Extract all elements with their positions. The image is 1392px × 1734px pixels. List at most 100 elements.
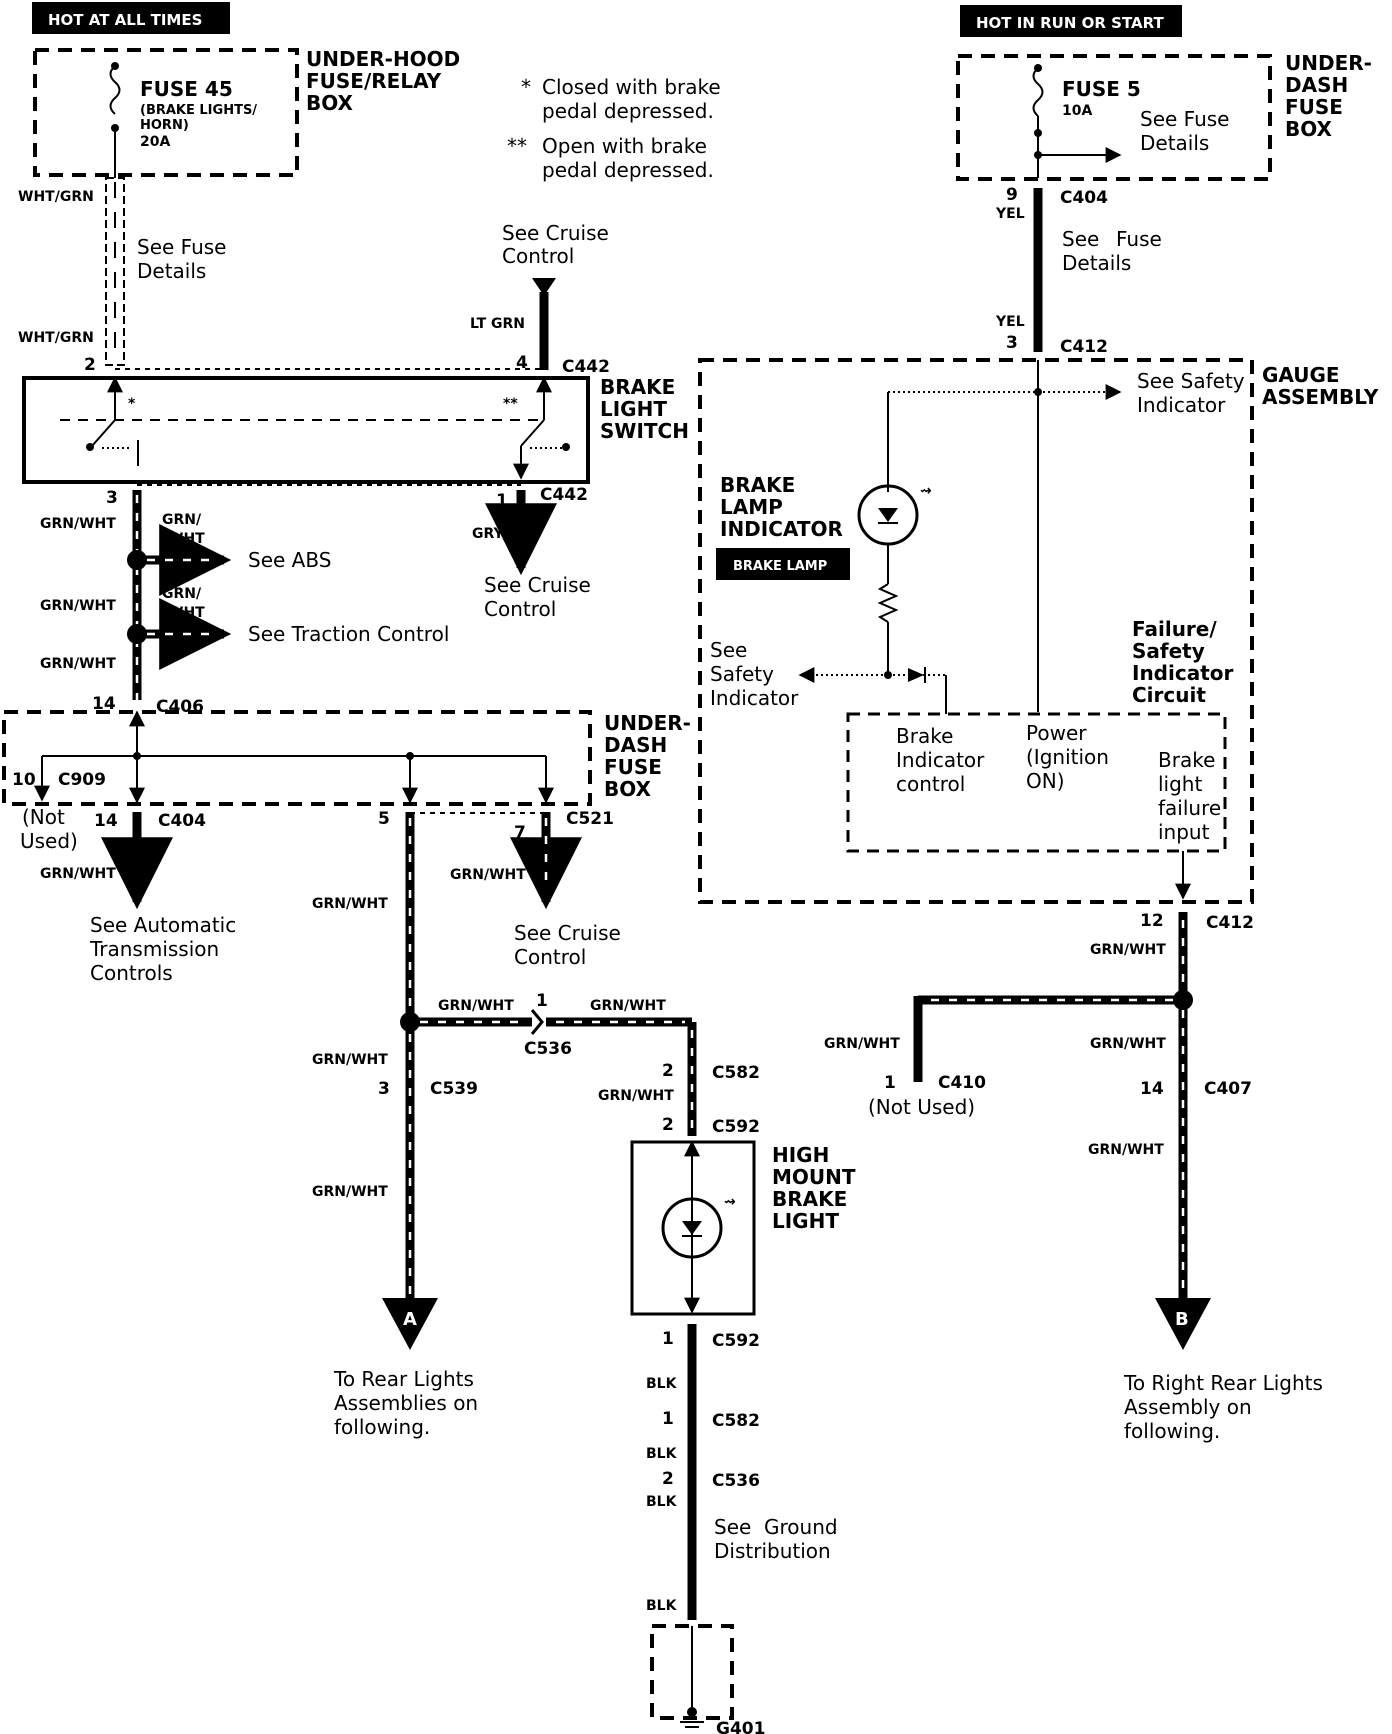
svg-text:WHT: WHT bbox=[168, 605, 205, 621]
svg-text:GRN/WHT: GRN/WHT bbox=[312, 1184, 388, 1200]
svg-text:C412: C412 bbox=[1060, 337, 1108, 357]
banner-hot-in-run: HOT IN RUN OR START bbox=[960, 5, 1182, 37]
svg-text:Closed with brake: Closed with brake bbox=[542, 75, 721, 99]
svg-text:BOX: BOX bbox=[604, 777, 652, 801]
svg-text:GRY: GRY bbox=[472, 526, 505, 542]
svg-text:**: ** bbox=[503, 396, 518, 412]
svg-text:See: See bbox=[1062, 227, 1099, 251]
svg-text:GRN/WHT: GRN/WHT bbox=[40, 516, 116, 532]
svg-text:Indicator: Indicator bbox=[1132, 661, 1234, 685]
svg-text:BRAKE: BRAKE bbox=[720, 473, 795, 497]
svg-text:GRN/WHT: GRN/WHT bbox=[1090, 942, 1166, 958]
svg-text:To Right Rear Lights: To Right Rear Lights bbox=[1123, 1371, 1323, 1395]
svg-text:10A: 10A bbox=[1062, 103, 1092, 119]
svg-text:BLK: BLK bbox=[646, 1598, 678, 1614]
cruise-control-input-top: See Cruise Control LT GRN bbox=[470, 221, 609, 370]
svg-text:14: 14 bbox=[94, 811, 118, 831]
svg-text:2: 2 bbox=[84, 355, 96, 375]
svg-text:pedal depressed.: pedal depressed. bbox=[542, 99, 714, 123]
svg-text:LT GRN: LT GRN bbox=[470, 316, 525, 332]
svg-text:See Automatic: See Automatic bbox=[90, 913, 236, 937]
svg-text:1: 1 bbox=[662, 1409, 674, 1429]
svg-text:LIGHT: LIGHT bbox=[772, 1209, 839, 1233]
svg-text:FUSE 45: FUSE 45 bbox=[140, 77, 233, 101]
svg-text:HOT AT ALL TIMES: HOT AT ALL TIMES bbox=[48, 11, 202, 29]
connector-b-arrow bbox=[1155, 1298, 1211, 1350]
svg-text:MOUNT: MOUNT bbox=[772, 1165, 856, 1189]
svg-text:ON): ON) bbox=[1026, 769, 1065, 793]
svg-text:C909: C909 bbox=[58, 770, 106, 790]
svg-text:BLK: BLK bbox=[646, 1494, 678, 1510]
svg-text:20A: 20A bbox=[140, 134, 170, 150]
svg-text:Details: Details bbox=[1140, 131, 1209, 155]
svg-text:HIGH: HIGH bbox=[772, 1143, 829, 1167]
svg-text:Circuit: Circuit bbox=[1132, 683, 1206, 707]
brake-light-switch: 2 4 C442 BRAKE LIGHT SWITCH * ** 3 1 C44… bbox=[22, 353, 689, 511]
svg-text:GRN/WHT: GRN/WHT bbox=[312, 1052, 388, 1068]
resistor-icon bbox=[877, 583, 899, 623]
svg-text:Open with brake: Open with brake bbox=[542, 134, 707, 158]
svg-text:Control: Control bbox=[484, 597, 556, 621]
svg-text:1: 1 bbox=[662, 1329, 674, 1349]
branch-cruise-control-bottom: GRN/WHT See Cruise Control bbox=[450, 812, 621, 969]
svg-text:Failure/: Failure/ bbox=[1132, 617, 1217, 641]
svg-text:WHT/GRN: WHT/GRN bbox=[18, 330, 94, 346]
svg-text:To Rear Lights: To Rear Lights bbox=[333, 1367, 474, 1391]
svg-text:light: light bbox=[1158, 772, 1202, 796]
wire-wht-grn: WHT/GRN See Fuse Details WHT/GRN bbox=[18, 128, 226, 366]
svg-text:C442: C442 bbox=[562, 357, 610, 377]
svg-text:BRAKE: BRAKE bbox=[600, 375, 675, 399]
svg-text:12: 12 bbox=[1140, 911, 1164, 931]
svg-text:BLK: BLK bbox=[646, 1446, 678, 1462]
svg-text:See Cruise: See Cruise bbox=[514, 921, 621, 945]
svg-text:C582: C582 bbox=[712, 1063, 760, 1083]
svg-text:C412: C412 bbox=[1206, 913, 1254, 933]
svg-text:Controls: Controls bbox=[90, 961, 173, 985]
cruise-control-output: GRY See Cruise Control bbox=[472, 490, 591, 621]
svg-text:1: 1 bbox=[536, 991, 548, 1011]
svg-text:GRN/WHT: GRN/WHT bbox=[1088, 1142, 1164, 1158]
svg-text:FUSE: FUSE bbox=[604, 755, 662, 779]
svg-text:DASH: DASH bbox=[1285, 73, 1348, 97]
svg-text:SWITCH: SWITCH bbox=[600, 419, 689, 443]
svg-text:(Not: (Not bbox=[22, 805, 65, 829]
high-mount-brake-light: 2 C582 GRN/WHT 2 C592 ⇝ HIGH MOUNT BRAKE… bbox=[598, 1022, 856, 1734]
svg-text:GRN/WHT: GRN/WHT bbox=[40, 656, 116, 672]
fuse-45-symbol bbox=[109, 65, 121, 115]
svg-text:Control: Control bbox=[514, 945, 586, 969]
svg-text:Power: Power bbox=[1026, 721, 1087, 745]
svg-text:BOX: BOX bbox=[306, 91, 354, 115]
svg-text:Distribution: Distribution bbox=[714, 1539, 831, 1563]
svg-text:3: 3 bbox=[106, 488, 118, 508]
svg-text:2: 2 bbox=[662, 1061, 674, 1081]
svg-text:ASSEMBLY: ASSEMBLY bbox=[1262, 385, 1379, 409]
svg-text:WHT: WHT bbox=[168, 531, 205, 547]
svg-text:following.: following. bbox=[334, 1415, 430, 1439]
svg-text:1: 1 bbox=[496, 491, 508, 511]
svg-text:G401: G401 bbox=[716, 1719, 765, 1734]
svg-text:(BRAKE LIGHTS/: (BRAKE LIGHTS/ bbox=[140, 103, 257, 118]
svg-text:C410: C410 bbox=[938, 1073, 986, 1093]
svg-text:See ABS: See ABS bbox=[248, 548, 331, 572]
svg-text:BLK: BLK bbox=[646, 1376, 678, 1392]
svg-text:HORN): HORN) bbox=[140, 118, 189, 133]
svg-text:See Fuse: See Fuse bbox=[1140, 107, 1229, 131]
svg-text:following.: following. bbox=[1124, 1419, 1220, 1443]
svg-text:(Ignition: (Ignition bbox=[1026, 745, 1109, 769]
svg-text:See: See bbox=[710, 638, 747, 662]
svg-text:Control: Control bbox=[502, 244, 574, 268]
svg-text:10: 10 bbox=[12, 770, 36, 790]
svg-text:C536: C536 bbox=[712, 1471, 760, 1491]
svg-text:C592: C592 bbox=[712, 1331, 760, 1351]
svg-text:GRN/WHT: GRN/WHT bbox=[824, 1036, 900, 1052]
svg-text:Indicator: Indicator bbox=[1137, 393, 1226, 417]
svg-text:control: control bbox=[896, 772, 965, 796]
banner-hot-at-all-times: HOT AT ALL TIMES bbox=[32, 2, 230, 34]
svg-text:Brake: Brake bbox=[1158, 748, 1215, 772]
svg-text:GAUGE: GAUGE bbox=[1262, 363, 1340, 387]
svg-text:Details: Details bbox=[1062, 251, 1131, 275]
svg-text:Used): Used) bbox=[20, 829, 78, 853]
svg-text:Ground: Ground bbox=[764, 1515, 838, 1539]
svg-text:Assembly on: Assembly on bbox=[1124, 1395, 1252, 1419]
svg-text:BOX: BOX bbox=[1285, 117, 1333, 141]
